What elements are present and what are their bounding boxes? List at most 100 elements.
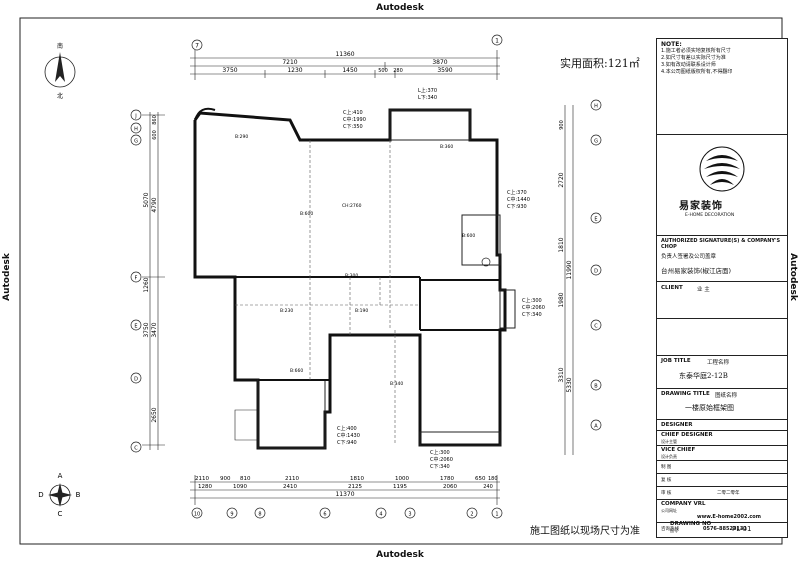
- left-axis-bubbles: [130, 109, 142, 453]
- audit-row: 审 核 二零二零年: [657, 487, 787, 500]
- dim-bot-r2-7: 650: [475, 476, 486, 482]
- company-logo: 易家装饰 E-HOME DECORATION: [657, 134, 787, 236]
- axis-right-h: H: [594, 104, 598, 110]
- axis-left-g: G: [134, 139, 138, 145]
- axis-right-e: E: [594, 217, 597, 223]
- compass-north-label: 南: [57, 42, 63, 50]
- label-c-down-4: C下:940: [337, 440, 357, 446]
- top-dimensions: [190, 50, 500, 80]
- axis-right-c: C: [594, 324, 598, 330]
- label-beam-8: B:300: [345, 273, 358, 279]
- tel-cn: 咨询热线: [661, 527, 679, 532]
- company-url-label: COMPANY VRL: [661, 501, 706, 507]
- job-title-cn: 工程名称: [707, 360, 730, 366]
- compass-b: B: [76, 491, 81, 499]
- tel-row: 咨询热线 0576-88523131: [657, 523, 787, 537]
- draft-row: 制 图: [657, 461, 787, 474]
- compass-c: C: [58, 510, 63, 518]
- label-beam-4: B:190: [355, 308, 368, 314]
- dim-right-outer-0: 11990: [566, 260, 573, 279]
- dim-top-r2-0: 3750: [222, 67, 237, 74]
- company-url: www.E-home2002.com: [697, 514, 761, 520]
- usable-area-label: 实用面积:121㎡: [560, 57, 640, 70]
- dim-top-r2-4: 280: [393, 68, 403, 74]
- logo-subtext: E-HOME DECORATION: [685, 213, 735, 218]
- axis-top-1: 1: [495, 38, 499, 45]
- dim-right-inner-3: 1980: [558, 292, 565, 307]
- left-dimensions: [142, 112, 165, 450]
- axis-bottom-9: 9: [230, 512, 233, 518]
- title-block: NOTE: 1.施工者必须实地复核所有尺寸 2.如尺寸有差以实际尺寸为准 3.如…: [656, 38, 788, 538]
- dim-bot-r1-0: 1280: [198, 484, 212, 490]
- designer-label: DESIGNER: [661, 422, 693, 428]
- drawing-title-label: DRAWING TITLE: [661, 391, 710, 397]
- note-1: 1.施工者必须实地复核所有尺寸: [661, 48, 731, 54]
- label-c-down-5: C下:340: [430, 464, 450, 470]
- label-beam-1: B:290: [235, 134, 248, 140]
- dim-bot-r1-1: 1090: [233, 484, 247, 490]
- label-c-mid-3: C中:2060: [522, 304, 545, 311]
- right-dimensions: [564, 105, 574, 455]
- label-c-down-2: C下:930: [507, 204, 527, 210]
- bottom-axis-bubbles: [191, 507, 503, 519]
- axis-bottom-1: 1: [495, 512, 498, 518]
- axis-left-f: F: [135, 276, 138, 282]
- axis-bottom-6: 6: [323, 512, 326, 518]
- dim-top-r2-1: 1230: [287, 67, 302, 74]
- bottom-dimensions: [190, 475, 500, 505]
- audit-label: 审 核: [661, 491, 672, 496]
- watermark-bottom: Autodesk: [376, 550, 424, 560]
- job-title-value: 东泰华庭2-12B: [679, 372, 728, 380]
- dim-left-inner-4: 2650: [151, 407, 158, 422]
- beam-lines: [235, 140, 420, 445]
- axis-bottom-8: 8: [258, 512, 261, 518]
- label-c-down-1: C下:350: [343, 124, 363, 130]
- client-label: CLIENT: [661, 285, 683, 291]
- axis-left-d: D: [134, 377, 138, 383]
- label-c-down-3: C下:340: [522, 312, 542, 318]
- label-ceiling-height: CH:2760: [342, 203, 362, 209]
- dim-right-inner-2: 1810: [558, 237, 565, 252]
- drawing-no-row: DRAWING NO 图号 PL-01: [670, 521, 780, 536]
- dim-bot-r1-5: 2060: [443, 484, 457, 490]
- review-label: 复 核: [661, 478, 672, 483]
- label-c-up-5: C上:300: [430, 449, 450, 456]
- vice-chief-label: VICE CHIEF: [661, 447, 696, 453]
- authorized-label: AUTHORIZED SIGNATURE(S) & COMPANY'S CHOP: [661, 238, 781, 250]
- note-4: 4.本公司图纸版权所有,不得翻印: [661, 69, 733, 75]
- dim-bot-r2-3: 2110: [285, 476, 299, 482]
- note-2: 2.如尺寸有差以实际尺寸为准: [661, 55, 726, 61]
- label-beam-2: B:360: [440, 144, 453, 150]
- label-l-up: L上:370: [418, 87, 437, 94]
- axis-left-j: J: [134, 114, 136, 120]
- label-c-mid-1: C中:1990: [343, 116, 366, 123]
- axis-right-b: B: [594, 384, 598, 390]
- dim-bot-r2-8: 180: [488, 476, 498, 482]
- client-row: CLIENT 业 主: [657, 282, 787, 319]
- label-c-mid-2: C中:1440: [507, 196, 530, 203]
- dim-top-r1-0: 7210: [282, 59, 297, 66]
- dim-right-inner-1: 2720: [558, 172, 565, 187]
- label-c-mid-5: C中:2060: [430, 456, 453, 463]
- company-url-row: COMPANY VRL 公司网址 www.E-home2002.com: [657, 500, 787, 523]
- label-l-down: L下:340: [418, 95, 437, 101]
- designer-row: DESIGNER: [657, 420, 787, 431]
- logo-mark-icon: [699, 146, 745, 192]
- dim-left-inner-0: 860: [152, 115, 158, 125]
- compass-d: D: [38, 491, 43, 499]
- bay-window: [194, 107, 216, 121]
- draft-label: 制 图: [661, 465, 672, 470]
- dim-top-r2-2: 1450: [342, 67, 357, 74]
- axis-right-g: G: [594, 139, 598, 145]
- review-row: 复 核: [657, 474, 787, 487]
- blank-row: [657, 319, 787, 356]
- dim-top-r2-3: 500: [378, 68, 388, 74]
- dim-right-inner-0: 900: [559, 120, 565, 130]
- job-title-row: JOB TITLE 工程名称 东泰华庭2-12B: [657, 356, 787, 389]
- axis-bottom-10: 10: [194, 512, 200, 518]
- compass-a: A: [58, 472, 63, 480]
- floor-drain-icon: [481, 257, 491, 267]
- dim-left-outer-2: 3750: [143, 322, 150, 337]
- drawing-no-cn: 图号: [670, 528, 678, 533]
